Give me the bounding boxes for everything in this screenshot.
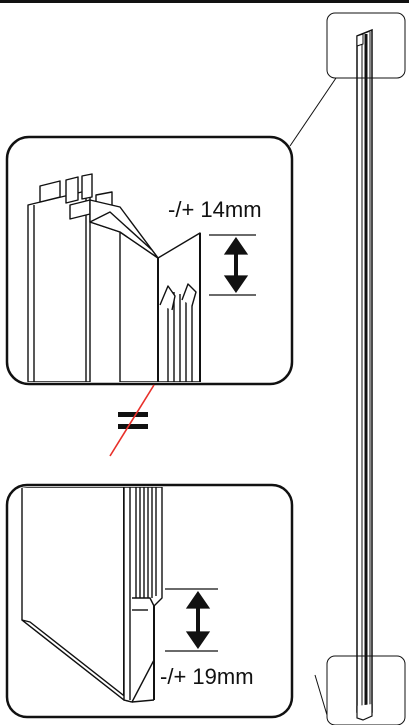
not-equal-icon (109, 384, 155, 457)
bottom-leader-line (314, 674, 328, 716)
bottom-dimension-bracket (165, 588, 218, 652)
full-length-profile (356, 28, 373, 721)
top-dimension-bracket (209, 234, 256, 296)
top-leader-line (289, 77, 337, 147)
top-detail-panel: -/+ 14mm (5, 135, 294, 386)
bottom-callout-box (326, 655, 406, 725)
top-callout-box (326, 12, 406, 79)
bottom-dimension-label: -/+ 19mm (160, 664, 254, 689)
top-dimension-label: -/+ 14mm (168, 197, 262, 222)
top-border (0, 0, 409, 3)
bottom-detail-panel: -/+ 19mm (5, 483, 294, 719)
